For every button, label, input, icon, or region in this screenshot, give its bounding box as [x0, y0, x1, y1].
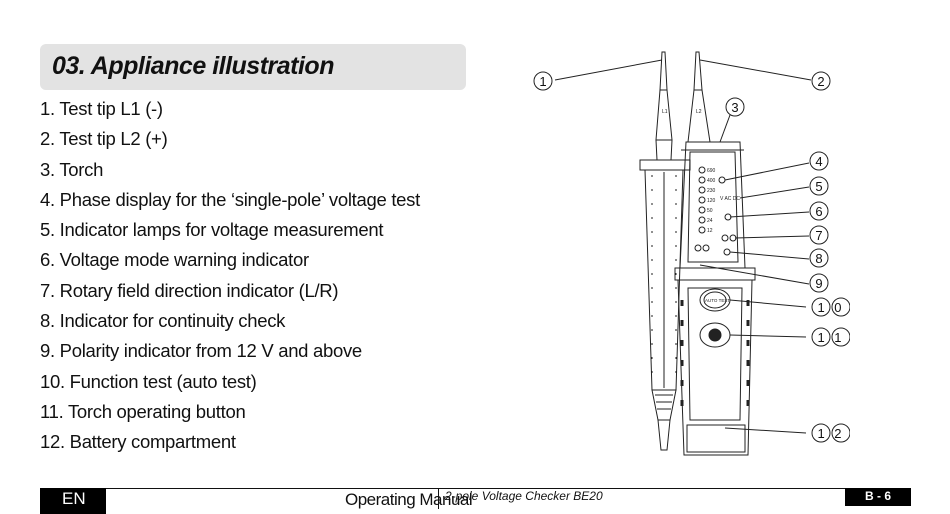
svg-text:1 1: 1 1	[817, 330, 844, 345]
product-name: 2-pole Voltage Checker BE20	[445, 489, 603, 503]
probe-l1-drawing	[639, 51, 691, 451]
ac-dc-label: V AC DC	[720, 196, 740, 202]
led-column	[694, 166, 737, 256]
svg-text:6: 6	[815, 204, 822, 219]
list-item: 5. Indicator lamps for voltage measureme…	[40, 219, 384, 241]
list-item: 3. Torch	[40, 158, 104, 180]
led-label: 24	[707, 218, 713, 224]
callout-9: 9	[809, 273, 829, 293]
appliance-diagram: L1 L2 690 400 230 120 50 24 12 V AC DC A…	[533, 51, 850, 456]
led-label: 50	[707, 208, 713, 214]
callout-4: 4	[809, 151, 829, 171]
list-item: 8. Indicator for continuity check	[40, 310, 286, 332]
footer-bracket	[438, 488, 444, 509]
callout-2: 2	[811, 71, 831, 91]
manual-label: Operating Manual	[345, 490, 473, 509]
component-list: 1. Test tip L1 (-) 2. Test tip L2 (+) 3.…	[40, 96, 420, 460]
callout-8: 8	[809, 248, 829, 268]
probe-label-l2: L2	[696, 109, 702, 115]
probe-label-l1: L1	[662, 109, 668, 115]
led-label: 12	[707, 228, 713, 234]
callout-7: 7	[809, 225, 829, 245]
callout-3: 3	[725, 97, 745, 117]
footer-rule	[40, 488, 910, 489]
svg-text:1 2: 1 2	[817, 426, 844, 441]
svg-text:9: 9	[815, 276, 822, 291]
list-item: 6. Voltage mode warning indicator	[40, 249, 309, 271]
led-label: 230	[707, 188, 716, 194]
list-item: 1. Test tip L1 (-)	[40, 98, 163, 119]
svg-text:2: 2	[817, 74, 824, 89]
list-item: 10. Function test (auto test)	[40, 370, 257, 392]
page-number: B - 6	[864, 489, 891, 503]
svg-text:1: 1	[539, 74, 546, 89]
footer-center: Operating Manual 2-pole Voltage Checker …	[345, 486, 845, 514]
led-label: 690	[707, 168, 716, 174]
svg-text:3: 3	[731, 100, 738, 115]
callout-5: 5	[809, 176, 829, 196]
callout-12: 1 2	[811, 423, 850, 443]
leader-lines	[554, 59, 812, 434]
language-tab: EN	[40, 488, 106, 514]
callout-6: 6	[809, 201, 829, 221]
auto-test-label: AUTO TEST	[705, 298, 730, 303]
svg-text:7: 7	[815, 228, 822, 243]
language-label: EN	[62, 489, 86, 508]
section-title-bar: 03. Appliance illustration	[40, 44, 466, 90]
probe-l2-drawing	[687, 51, 711, 143]
list-item: 4. Phase display for the ‘single-pole’ v…	[40, 188, 420, 210]
page-title: 03. Appliance illustration	[52, 52, 334, 80]
svg-text:5: 5	[815, 179, 822, 194]
led-label: 400	[707, 178, 716, 184]
list-item: 11. Torch operating button	[40, 400, 246, 422]
page-number-tab: B - 6	[845, 488, 911, 506]
callout-10: 1 0	[811, 297, 850, 317]
tester-body-drawing	[674, 141, 756, 456]
led-label: 120	[707, 198, 716, 204]
svg-text:4: 4	[815, 154, 822, 169]
svg-text:8: 8	[815, 251, 822, 266]
list-item: 2. Test tip L2 (+)	[40, 128, 168, 150]
callout-1: 1	[533, 71, 553, 91]
list-item: 7. Rotary field direction indicator (L/R…	[40, 279, 339, 301]
svg-text:1 0: 1 0	[817, 300, 844, 315]
list-item: 12. Battery compartment	[40, 431, 236, 453]
callout-11: 1 1	[811, 327, 850, 347]
list-item: 9. Polarity indicator from 12 V and abov…	[40, 340, 362, 362]
